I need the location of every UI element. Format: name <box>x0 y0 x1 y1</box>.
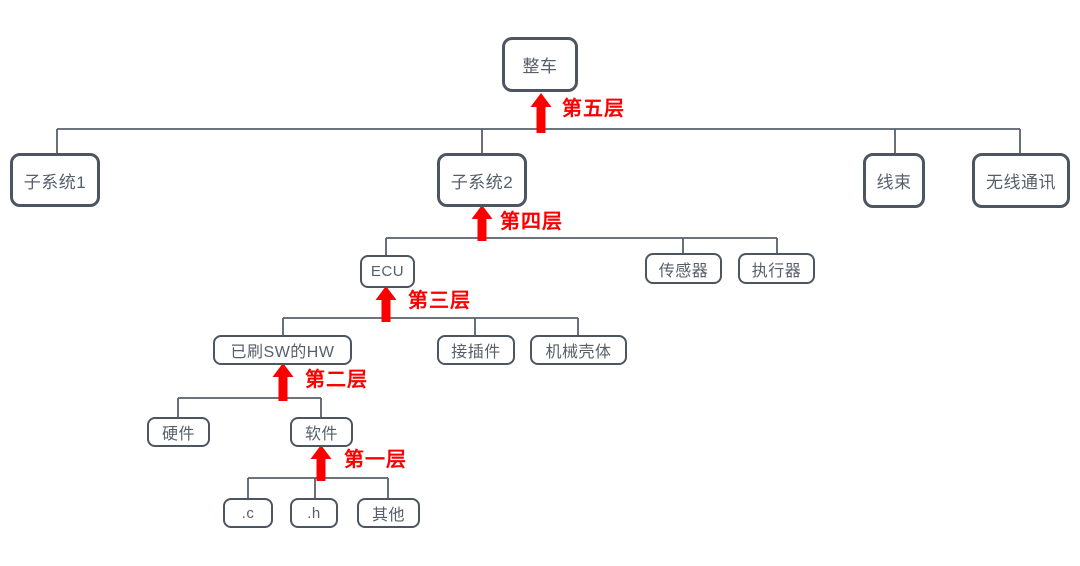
level-label-1: 第五层 <box>562 98 625 120</box>
tree-node-qi-ta: 其他 <box>357 498 420 528</box>
tree-node-xian-shu: 线束 <box>863 153 925 208</box>
tree-node-zi-xi-tong-2: 子系统2 <box>437 153 527 207</box>
tree-node-ji-xie-ke-ti: 机械壳体 <box>530 335 627 365</box>
tree-node-wu-xian-tong-xun: 无线通讯 <box>972 153 1070 208</box>
level-up-arrow-icon <box>530 93 552 133</box>
level-label-3: 第三层 <box>408 290 471 312</box>
tree-node-dot-c: .c <box>223 498 273 528</box>
tree-node-zhi-xing-qi: 执行器 <box>738 253 815 284</box>
tree-node-jie-cha-jian: 接插件 <box>437 335 515 365</box>
tree-node-ecu: ECU <box>360 255 415 288</box>
tree-node-zi-xi-tong-1: 子系统1 <box>10 153 100 207</box>
level-label-2: 第四层 <box>500 211 563 233</box>
level-up-arrow-icon <box>471 205 493 241</box>
tree-node-ruan-jian: 软件 <box>290 417 353 447</box>
tree-node-yi-shua-sw-de-hw: 已刷SW的HW <box>213 335 352 365</box>
tree-node-ying-jian: 硬件 <box>147 417 210 447</box>
tree-node-chuan-gan-qi: 传感器 <box>645 253 722 284</box>
level-label-5: 第一层 <box>344 449 407 471</box>
tree-node-dot-h: .h <box>290 498 338 528</box>
level-up-arrow-icon <box>375 286 397 322</box>
level-up-arrow-icon <box>310 445 332 481</box>
level-label-4: 第二层 <box>305 369 368 391</box>
tree-node-zheng-che: 整车 <box>502 37 578 92</box>
level-up-arrow-icon <box>272 363 294 401</box>
